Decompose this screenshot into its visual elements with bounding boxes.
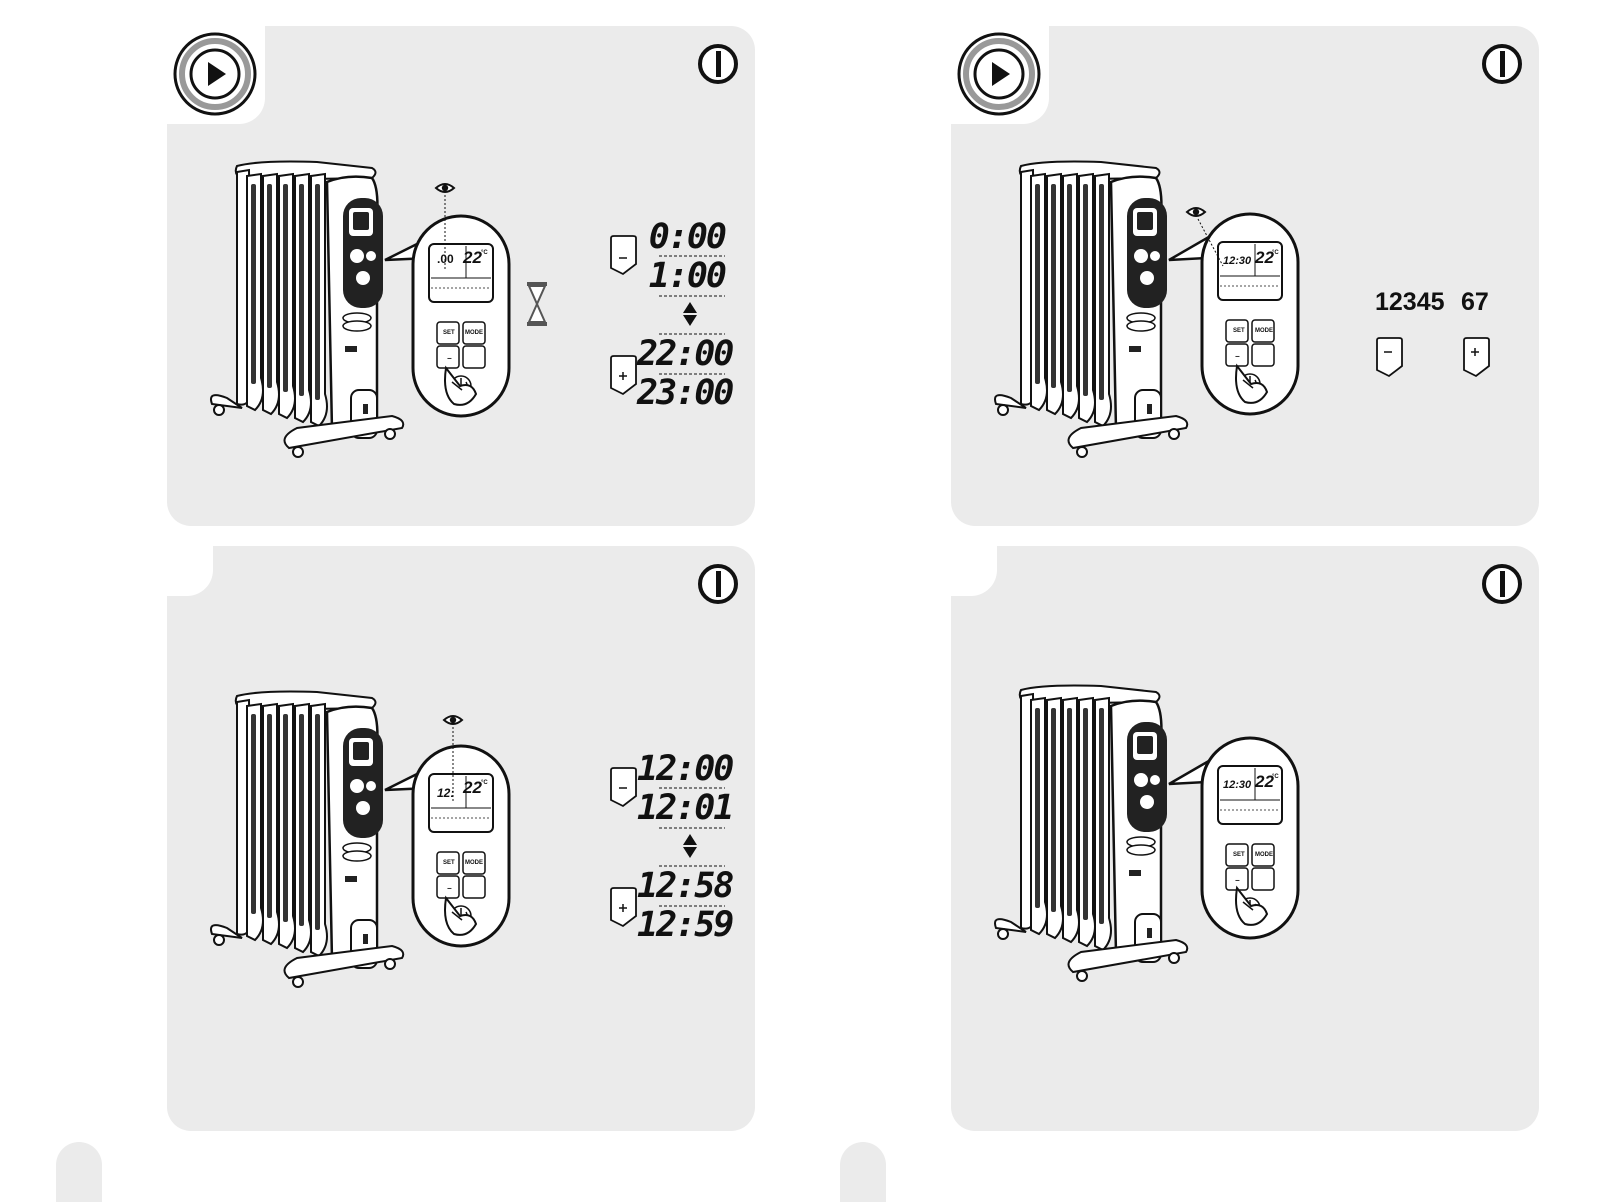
display-time: 12:30	[1223, 255, 1251, 267]
display-time: 12:30	[1223, 779, 1251, 791]
time-value-2: 1:00	[637, 258, 725, 294]
heater-image	[995, 686, 1187, 982]
set-key[interactable]: SET	[1233, 852, 1245, 858]
heater-image	[211, 162, 403, 458]
eye-icon	[444, 716, 462, 724]
minus-key[interactable]: −	[447, 354, 452, 363]
minus-button-icon	[611, 236, 636, 274]
step-panel-4: 12:30 22 °C SET MODE −	[951, 546, 1539, 1131]
set-key[interactable]: SET	[1233, 328, 1245, 334]
plus-button-icon	[1464, 338, 1489, 376]
weekend-label: 67	[1461, 288, 1489, 317]
mode-key[interactable]: MODE	[1255, 328, 1273, 334]
mode-key[interactable]: MODE	[1255, 852, 1273, 858]
panel-4-illustration	[951, 546, 1539, 1131]
time-value-4: 12:59	[637, 907, 725, 943]
display-unit: °C	[481, 250, 488, 256]
play-icon	[173, 32, 259, 118]
display-time: 12:	[437, 786, 454, 800]
display-temp: 22	[463, 248, 482, 268]
bottom-tab-left	[56, 1142, 102, 1202]
scroll-arrows-icon	[683, 834, 697, 858]
bottom-tab-right	[840, 1142, 886, 1202]
hourglass-icon	[527, 282, 547, 326]
display-time: .00	[437, 252, 454, 266]
minus-key[interactable]: −	[447, 884, 452, 893]
minus-button-icon	[1377, 338, 1402, 376]
time-value-3: 12:58	[637, 868, 725, 904]
time-value-3: 22:00	[637, 336, 725, 372]
minus-button-icon	[611, 768, 636, 806]
time-value-2: 12:01	[637, 790, 725, 826]
play-icon	[957, 32, 1043, 118]
mode-key[interactable]: MODE	[465, 330, 483, 336]
step-panel-3: 12: 22 °C SET MODE − − + 12:00 12:01 12:…	[167, 546, 755, 1131]
step-panel-2: 12:30 22 °C SET MODE − 12345 67 − +	[951, 26, 1539, 526]
power-icon	[1481, 563, 1525, 607]
power-icon	[1481, 43, 1525, 87]
time-value-1: 0:00	[637, 219, 725, 255]
display-unit: °C	[1272, 774, 1279, 780]
panel-3-illustration	[167, 546, 755, 1131]
display-temp: 22	[463, 778, 482, 798]
scroll-arrows-icon	[683, 302, 697, 326]
step-panel-1: .00 22 °C SET MODE − − + 0:00 1:00 22:00…	[167, 26, 755, 526]
weekdays-label: 12345	[1375, 288, 1445, 317]
power-icon	[697, 563, 741, 607]
heater-image	[995, 162, 1187, 458]
display-unit: °C	[481, 780, 488, 786]
set-key[interactable]: SET	[443, 330, 455, 336]
minus-key[interactable]: −	[1235, 876, 1240, 885]
mode-key[interactable]: MODE	[465, 860, 483, 866]
eye-icon	[1187, 208, 1205, 216]
minus-key[interactable]: −	[1235, 352, 1240, 361]
time-value-4: 23:00	[637, 375, 725, 411]
eye-icon	[436, 184, 454, 192]
heater-image	[211, 692, 403, 988]
set-key[interactable]: SET	[443, 860, 455, 866]
time-value-1: 12:00	[637, 751, 725, 787]
display-unit: °C	[1272, 250, 1279, 256]
power-icon	[697, 43, 741, 87]
